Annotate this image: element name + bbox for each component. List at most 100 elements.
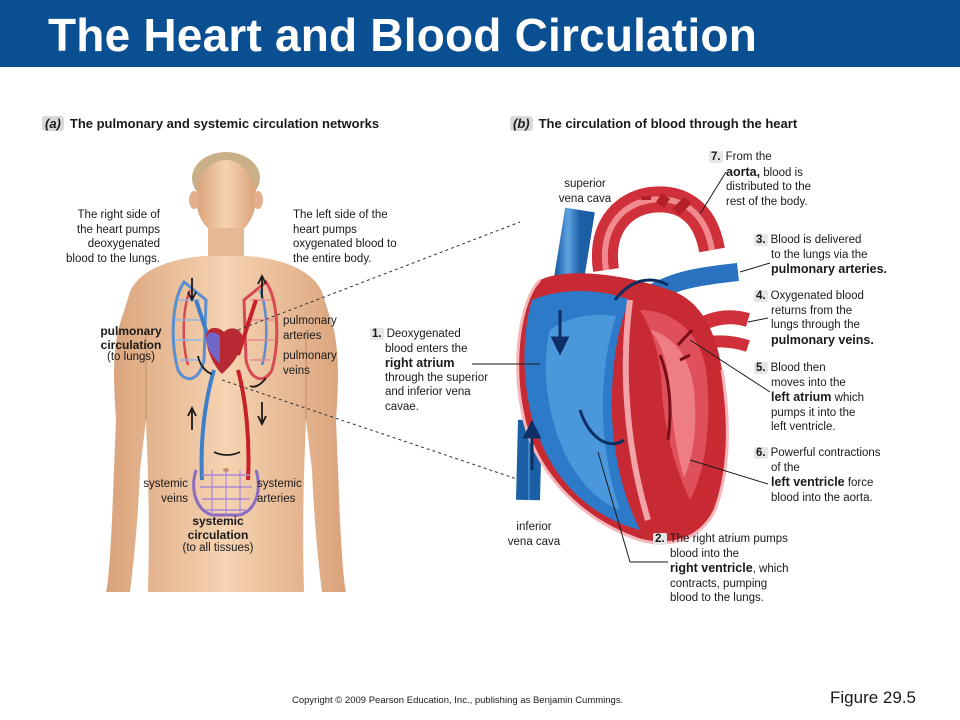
step-1-text: through the superior	[385, 371, 488, 384]
figure-number: Figure 29.5	[830, 688, 916, 707]
systemic-veins-label: systemic veins	[110, 477, 188, 506]
step-1-text: and inferior vena	[385, 386, 471, 398]
step-2-emphasis: right ventricle	[670, 561, 753, 575]
step-7-emphasis: aorta,	[726, 164, 761, 179]
panel-a-letter: (a)	[42, 116, 64, 131]
title-bar	[0, 0, 960, 67]
step-2-text: blood into the	[670, 547, 740, 560]
step-6-text: force	[844, 477, 874, 489]
step-6-text: blood into the aorta.	[771, 491, 873, 504]
right-side-line: The right side of	[77, 209, 160, 221]
right-side-label: The right side of the heart pumps deoxyg…	[30, 208, 160, 266]
to-lungs-label: (to lungs)	[107, 351, 155, 363]
step-5-number: 5.	[754, 362, 768, 374]
systemic-circulation-line: circulation	[187, 528, 249, 542]
panel-a-heading-text: The pulmonary and systemic circulation n…	[69, 116, 380, 131]
step-3-emphasis: pulmonary arteries.	[771, 262, 888, 276]
step-3-text: Blood is delivered	[770, 234, 862, 246]
zoom-lines	[221, 221, 521, 481]
step-7-text: From the	[725, 151, 772, 163]
step-7-label: 7.From the aorta, blood is distributed t…	[709, 150, 811, 209]
step-3-number: 3.	[754, 234, 768, 246]
step-2-text: blood to the lungs.	[670, 592, 764, 604]
systemic-circulation-label: systemic circulation	[168, 514, 268, 542]
step-4-text: returns from the	[771, 304, 853, 317]
heart-flow-arrows-red	[658, 328, 694, 441]
superior-vena-cava-label: superior vena cava	[545, 177, 625, 206]
step-2-text: , which	[752, 563, 789, 575]
inferior-vena-cava-line: inferior	[516, 521, 552, 533]
pulmonary-veins-line: veins	[283, 364, 310, 377]
step-4-text: lungs through the	[771, 319, 860, 331]
left-side-line: the entire body.	[293, 252, 372, 265]
step-2-text: contracts, pumping	[670, 577, 768, 590]
systemic-circulation-line: systemic	[192, 514, 244, 528]
systemic-arteries-line: arteries	[257, 492, 296, 505]
pulmonary-circulation-label: pulmonary circulation	[86, 324, 176, 352]
step-3-text: to the lungs via the	[771, 248, 868, 261]
step-7-text: distributed to the	[726, 181, 812, 193]
step-1-text: cavae.	[385, 400, 419, 413]
step-4-text: Oxygenated blood	[770, 290, 864, 302]
step-7-text: rest of the body.	[726, 195, 808, 208]
pulmonary-veins-line: pulmonary	[283, 350, 337, 362]
panel-b-letter: (b)	[510, 116, 533, 131]
pulmonary-arteries-line: pulmonary	[283, 315, 337, 327]
step-6-text: of the	[771, 461, 800, 474]
left-side-line: The left side of the	[293, 209, 388, 221]
panel-a-heading: (a) The pulmonary and systemic circulatio…	[42, 116, 379, 131]
step-5-text: moves into the	[771, 376, 846, 389]
step-5-text: which	[831, 392, 865, 404]
systemic-veins-line: veins	[161, 492, 188, 505]
to-all-tissues-label: (to all tissues)	[182, 542, 254, 554]
superior-vena-cava-line: superior	[564, 178, 606, 190]
step-5-emphasis: left atrium	[771, 390, 832, 404]
step-3-label: 3.Blood is delivered to the lungs via th…	[754, 233, 887, 277]
step-6-label: 6.Powerful contractions of the left vent…	[754, 446, 881, 505]
systemic-veins-line: systemic	[143, 478, 188, 490]
right-side-line: the heart pumps	[76, 223, 160, 236]
step-1-text: blood enters the	[385, 342, 468, 355]
systemic-arteries-label: systemic arteries	[257, 477, 302, 506]
step-5-text: Blood then	[770, 362, 826, 374]
step-7-text: blood is	[760, 166, 803, 179]
body-flow-arrows	[187, 273, 267, 456]
step-1-label: 1.Deoxygenated blood enters the right at…	[370, 327, 488, 414]
inferior-vena-cava-line: vena cava	[507, 535, 561, 548]
pulmonary-veins-label: pulmonary veins	[283, 349, 337, 378]
left-side-line: oxygenated blood to	[293, 238, 397, 250]
step-2-number: 2.	[653, 533, 667, 545]
inferior-vena-cava-label: inferior vena cava	[494, 520, 574, 549]
copyright-notice: Copyright © 2009 Pearson Education, Inc.…	[292, 695, 624, 706]
step-1-emphasis: right atrium	[385, 356, 455, 370]
human-body	[106, 152, 346, 592]
step-5-text: pumps it into the	[771, 406, 856, 419]
heart-flow-arrows	[522, 278, 669, 470]
step-4-emphasis: pulmonary veins.	[771, 332, 874, 347]
left-side-line: heart pumps	[293, 223, 357, 236]
heart-cross-section	[516, 186, 751, 545]
superior-vena-cava-line: vena cava	[558, 192, 612, 205]
right-side-line: blood to the lungs.	[66, 252, 160, 265]
step-6-emphasis: left ventricle	[771, 475, 845, 489]
step-4-number: 4.	[754, 290, 768, 302]
slide-title: The Heart and Blood Circulation	[48, 9, 758, 61]
right-side-line: deoxygenated	[87, 238, 160, 250]
panel-b-heading: (b) The circulation of blood through the …	[510, 116, 797, 131]
pulmonary-arteries-line: arteries	[283, 329, 322, 342]
step-1-text: Deoxygenated	[386, 328, 461, 340]
panel-b-heading-text: The circulation of blood through the hea…	[538, 116, 798, 131]
step-7-number: 7.	[709, 151, 723, 163]
body-heart	[205, 327, 243, 374]
pulmonary-arteries-label: pulmonary arteries	[283, 314, 337, 343]
step-5-text: left ventricle.	[771, 421, 836, 433]
left-side-label: The left side of the heart pumps oxygena…	[293, 208, 397, 266]
leader-lines	[472, 171, 771, 563]
step-5-label: 5.Blood then moves into the left atrium …	[754, 361, 864, 435]
systemic-capillaries	[192, 469, 260, 517]
step-2-text: The right atrium pumps	[669, 533, 788, 545]
step-2-label: 2.The right atrium pumps blood into the …	[653, 532, 788, 606]
step-1-number: 1.	[370, 328, 384, 340]
systemic-arteries-line: systemic	[257, 478, 302, 490]
